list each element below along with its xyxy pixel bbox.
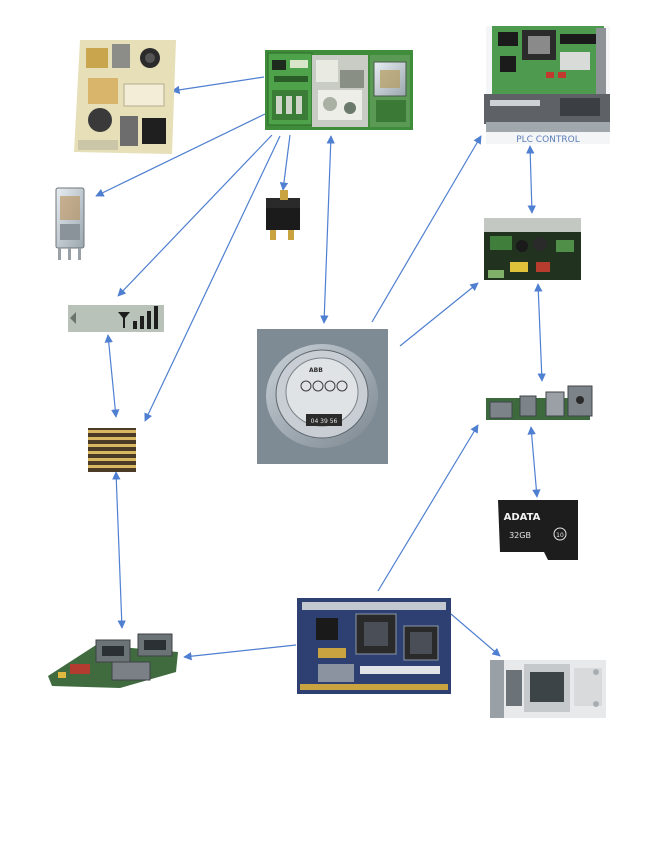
controller-board	[265, 50, 413, 130]
arrow-io-board-sd-card	[527, 426, 541, 498]
arrow-computer-to-serial-board	[183, 644, 297, 661]
arrow-controller-to-transistor	[279, 134, 291, 191]
arrow-pin-header-serial-board	[112, 471, 126, 629]
arrow-computer-to-io-board	[377, 424, 479, 592]
arrow-meter-to-plc	[371, 135, 482, 323]
microsd-card: ADATA 32GB 10	[498, 500, 578, 560]
arrow-controller-to-pin-header	[144, 135, 281, 422]
arrow-pcb-module-io-board	[534, 283, 546, 382]
arrow-controller-meter-bidirectional	[320, 135, 335, 324]
pin-header	[88, 428, 136, 472]
meter-reading: 04 39 56	[311, 418, 338, 425]
meter-brand: ABB	[309, 367, 323, 374]
sd-card-class: 10	[556, 532, 564, 539]
arrow-plc-pcb-module	[526, 145, 536, 214]
wifi-module	[490, 660, 606, 718]
io-board	[486, 385, 593, 420]
pcb-module	[484, 218, 581, 280]
serial-board	[48, 633, 178, 688]
arrow-controller-to-relay	[95, 113, 266, 197]
arrow-controller-to-power-supply	[171, 76, 265, 95]
relay	[55, 187, 85, 260]
arrow-meter-to-pcb-module	[399, 282, 479, 347]
sot-transistor	[266, 190, 300, 240]
sd-card-capacity: 32GB	[509, 531, 531, 540]
energy-meter: ABB 04 39 56	[257, 329, 388, 464]
plc-controller: PLC CONTROL	[484, 26, 610, 145]
connection-arrows	[95, 76, 546, 661]
arrow-signal-display-pin-header	[104, 334, 120, 418]
single-board-computer	[297, 598, 451, 694]
signal-display	[68, 305, 164, 332]
power-supply-board	[74, 40, 176, 154]
sd-card-brand: ADATA	[504, 512, 541, 523]
arrow-controller-to-signal-display	[117, 134, 273, 297]
plc-caption: PLC CONTROL	[516, 135, 580, 145]
arrow-computer-to-wifi-module	[450, 613, 501, 657]
